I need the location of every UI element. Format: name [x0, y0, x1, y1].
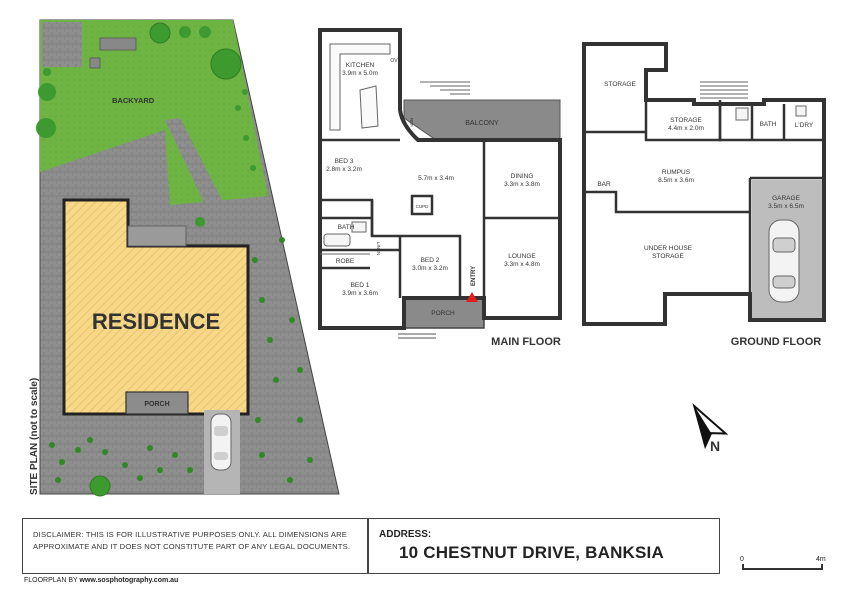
scale-line — [742, 568, 822, 570]
site-plan: BACKYARD — [29, 19, 340, 497]
storage2-label: STORAGE — [670, 117, 702, 124]
under-house-label: UNDER HOUSE — [644, 245, 693, 252]
main-porch — [403, 297, 485, 329]
residence-footprint — [62, 198, 250, 416]
kitchen-label: KITCHEN — [346, 62, 375, 69]
garage-dims: 3.5m x 6.5m — [768, 203, 804, 210]
ground-floor-outer-walls — [582, 42, 826, 326]
stairs-main — [420, 81, 470, 95]
laundry-label: L'DRY — [795, 122, 814, 129]
garden-seat — [89, 57, 101, 69]
address-label: ADDRESS: — [379, 529, 432, 540]
trees — [36, 22, 313, 497]
garden-bench — [99, 37, 137, 51]
bed1-label: BED 1 — [351, 282, 370, 289]
credit-link[interactable]: www.sosphotography.com.au — [79, 577, 179, 584]
main-floor-inner-walls — [320, 138, 560, 298]
storage2-dims: 4.4m x 2.0m — [668, 125, 704, 132]
info-panel: DISCLAIMER: THIS IS FOR ILLUSTRATIVE PUR… — [22, 518, 720, 574]
bed3-label: BED 3 — [335, 158, 354, 165]
main-floor-labels: KITCHEN 3.9m x 5.0m OV REF BALCONY BED 3… — [326, 58, 561, 348]
dining-dims: 3.3m x 3.8m — [504, 181, 540, 188]
rumpus-dims: 8.5m x 3.6m — [658, 177, 694, 184]
site-porch-label: PORCH — [144, 401, 169, 408]
ground-bath-fixtures — [735, 105, 807, 121]
oven-label: OV — [390, 58, 398, 64]
ground-floor-title: GROUND FLOOR — [731, 336, 821, 348]
info-divider — [367, 519, 369, 573]
scale-tick-start — [742, 564, 744, 570]
garage-label: GARAGE — [772, 195, 800, 202]
scale-end-label: 4m — [816, 556, 826, 563]
main-porch-label: PORCH — [431, 310, 455, 317]
address-value: 10 CHESTNUT DRIVE, BANKSIA — [399, 543, 664, 562]
scale-bar: 0 4m — [738, 556, 828, 576]
car-icon — [210, 413, 232, 471]
scale-start-label: 0 — [740, 556, 744, 563]
rumpus-label: RUMPUS — [662, 169, 691, 176]
lawn-paver-patch — [42, 22, 82, 67]
ground-floor-labels: STORAGE STORAGE 4.4m x 2.0m BATH L'DRY B… — [597, 81, 821, 348]
balcony-label: BALCONY — [465, 120, 499, 127]
residence-steps — [127, 225, 187, 247]
main-floor-outer-walls — [318, 28, 562, 330]
residence-label: RESIDENCE — [92, 309, 220, 334]
cupboard-label: CUPD — [416, 204, 430, 209]
lounge-label: LOUNGE — [508, 253, 536, 260]
entry-marker-icon — [466, 292, 478, 302]
robe-label: ROBE — [336, 258, 355, 265]
scale-tick-end — [821, 564, 823, 570]
site-plan-side-title: SITE PLAN (not to scale) — [29, 378, 40, 495]
bed3-dims: 2.8m x 3.2m — [326, 166, 362, 173]
dining-label: DINING — [511, 173, 534, 180]
linen-label: LINEN — [376, 242, 381, 255]
ground-floor — [582, 42, 826, 326]
storage1-label: STORAGE — [604, 81, 636, 88]
main-porch-steps — [398, 333, 436, 339]
floorplan-credit: FLOORPLAN BY www.sosphotography.com.au — [24, 577, 178, 584]
compass-icon — [692, 402, 729, 450]
kitchen-counters — [329, 43, 391, 131]
compass-label: N — [710, 438, 720, 454]
side-path — [165, 118, 222, 205]
garage-car-icon — [768, 219, 800, 303]
site-porch — [125, 391, 189, 415]
bed2-label: BED 2 — [421, 257, 440, 264]
stairs-ground — [700, 81, 748, 99]
bar-label: BAR — [597, 181, 611, 188]
entry-label: ENTRY — [471, 266, 477, 286]
living-dims: 5.7m x 3.4m — [418, 175, 454, 182]
fridge-label: REF — [409, 118, 414, 127]
kitchen-dims: 3.9m x 5.0m — [342, 70, 378, 77]
ground-floor-inner-walls — [584, 100, 824, 294]
bed1-dims: 3.9m x 3.6m — [342, 290, 378, 297]
bed2-dims: 3.0m x 3.2m — [412, 265, 448, 272]
credit-prefix: FLOORPLAN BY — [24, 577, 78, 584]
bath-fixtures — [323, 221, 367, 247]
under-house-label-2: STORAGE — [652, 253, 684, 260]
main-floor-title: MAIN FLOOR — [491, 336, 561, 348]
disclaimer-text: DISCLAIMER: THIS IS FOR ILLUSTRATIVE PUR… — [33, 530, 351, 551]
backyard-label: BACKYARD — [112, 96, 155, 105]
main-floor — [318, 28, 562, 339]
lounge-dims: 3.3m x 4.8m — [504, 261, 540, 268]
bath-label: BATH — [338, 224, 355, 231]
ground-bath-label: BATH — [760, 121, 777, 128]
